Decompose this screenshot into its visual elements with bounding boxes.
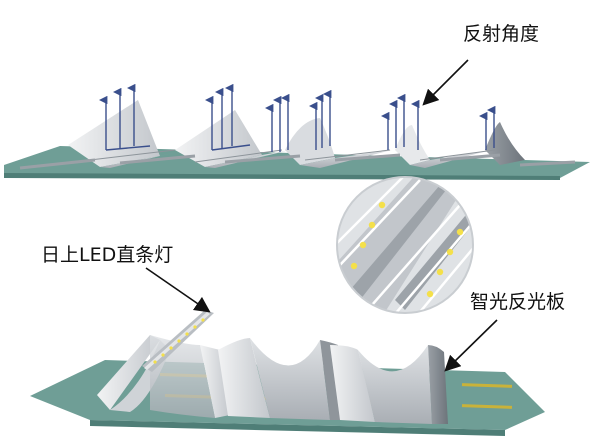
zoom-detail-circle (336, 176, 474, 314)
top-led-strips (19, 153, 576, 170)
reflector-pointer-arrow (444, 319, 498, 372)
angle-pointer-arrow (422, 59, 469, 106)
bottom-trough-3 (330, 345, 448, 424)
led-tube (142, 310, 214, 372)
label-smart-reflector: 智光反光板 (470, 291, 566, 313)
bottom-reflector (30, 267, 545, 436)
led-tube-pointer-arrow (145, 267, 211, 313)
top-reflector (4, 59, 590, 180)
label-led-tube: 日上LED直条灯 (41, 244, 174, 266)
reflection-rays (99, 83, 496, 152)
label-reflection-angle: 反射角度 (463, 23, 540, 45)
zoom-led-chips (350, 201, 464, 298)
bottom-trough-2 (218, 338, 345, 420)
